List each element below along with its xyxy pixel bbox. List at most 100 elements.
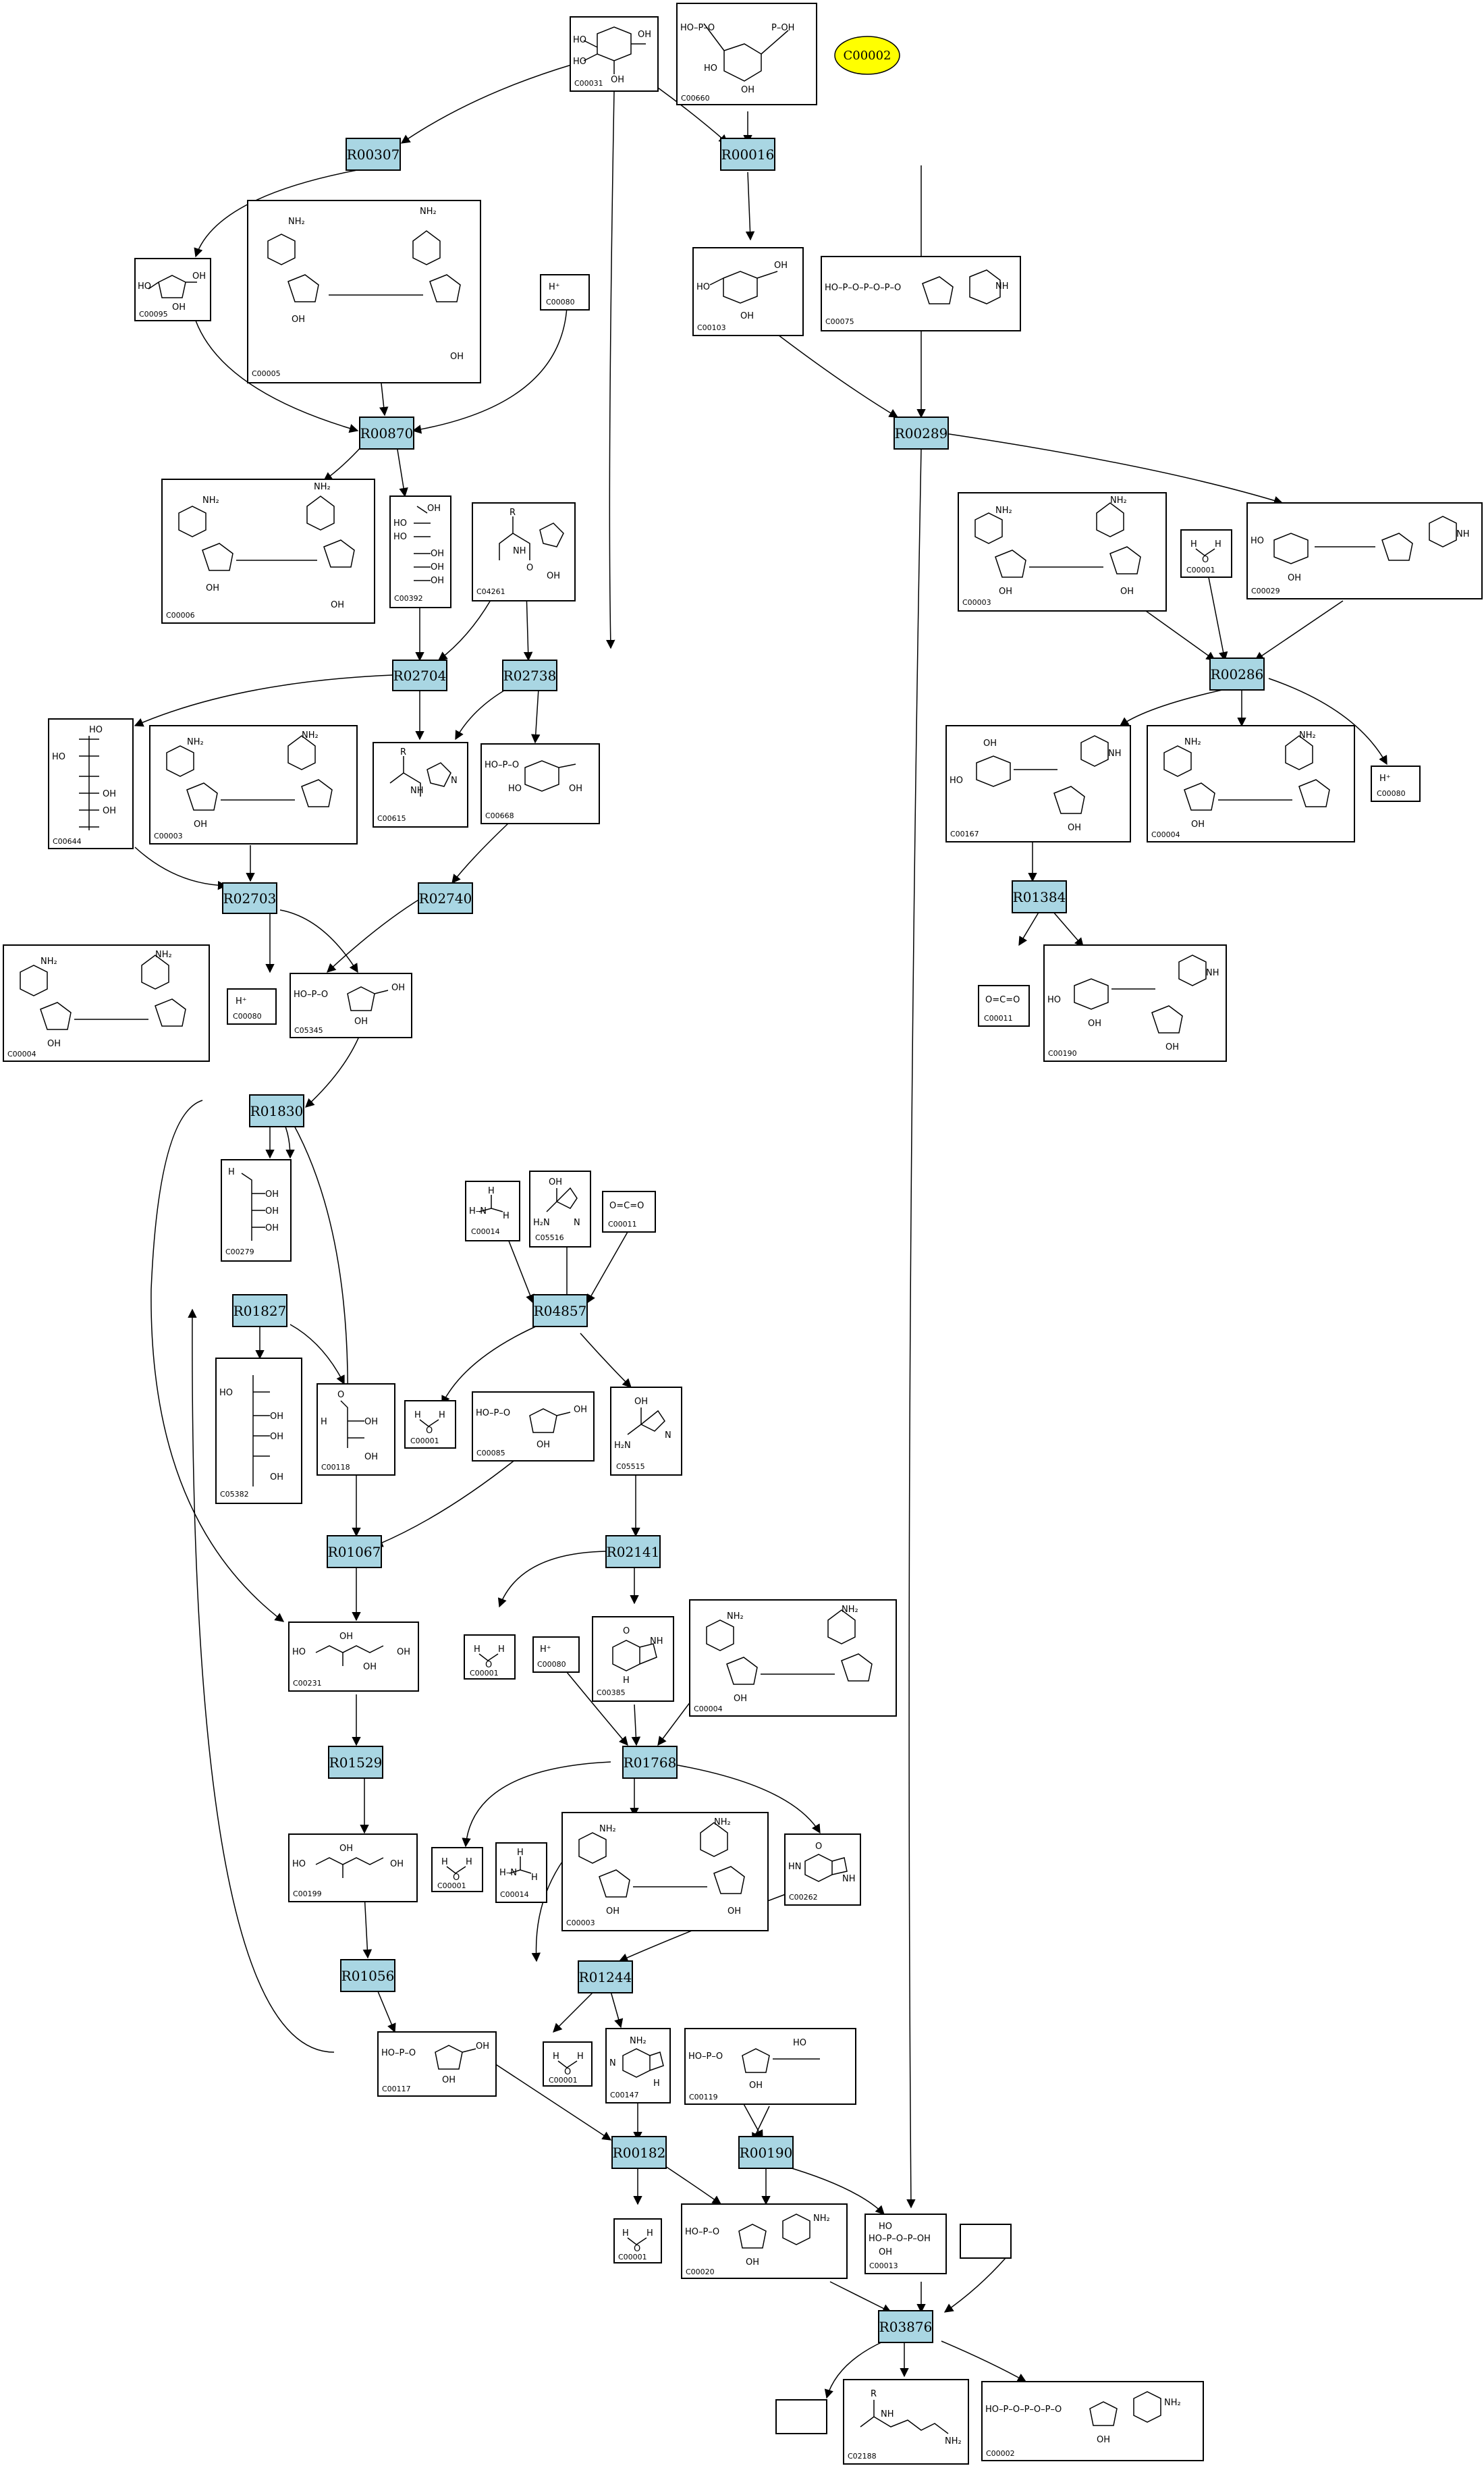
reaction-node[interactable]: R00016	[720, 138, 775, 171]
compound-c00660[interactable]: HO–P–O P–OH HO OH C00660	[676, 3, 817, 105]
reaction-node[interactable]: R03876	[878, 2310, 933, 2343]
compound-atom: H	[498, 1644, 505, 1655]
compound-c00231[interactable]: HO OH OH OH C00231	[288, 1621, 419, 1692]
compound-c05382[interactable]: HO OH OH OH C05382	[215, 1358, 302, 1504]
compound-atom: O	[564, 2067, 571, 2077]
compound-c00001-e[interactable]: H H O C00001	[543, 2041, 593, 2087]
compound-atom: OH	[1088, 1019, 1101, 1029]
reaction-node[interactable]: R02141	[605, 1535, 661, 1568]
compound-c00004-a[interactable]: NH₂ NH₂ OH C00004	[1147, 725, 1355, 842]
compound-c00644[interactable]: HO HO OH OH C00644	[48, 718, 134, 849]
compound-atom: OH	[265, 1206, 279, 1216]
reaction-node[interactable]: R01067	[327, 1535, 382, 1568]
compound-c00668[interactable]: HO–P–O HO OH C00668	[480, 743, 600, 824]
reaction-node[interactable]: R02704	[392, 660, 447, 691]
compound-c00117[interactable]: HO–P–O OH OH C00117	[377, 2031, 497, 2097]
compound-c00003-c[interactable]: NH₂ NH₂ OH OH C00003	[561, 1812, 769, 1931]
compound-c00001-d[interactable]: H H O C00001	[431, 1847, 483, 1892]
compound-c00190[interactable]: HO OH NH OH C00190	[1043, 944, 1227, 1062]
compound-atom: NH₂	[813, 2214, 830, 2224]
compound-c00385[interactable]: O NH H C00385	[592, 1616, 674, 1702]
reaction-node[interactable]: R00190	[738, 2136, 794, 2169]
compound-atom: H	[488, 1186, 495, 1196]
compound-atom: HO	[1251, 536, 1264, 546]
reaction-node[interactable]: R00289	[894, 417, 949, 450]
reaction-node[interactable]: R01529	[328, 1746, 383, 1779]
compound-id: C00119	[689, 2093, 718, 2101]
reaction-node[interactable]: R01384	[1012, 880, 1067, 913]
compound-blank-1[interactable]	[960, 2224, 1012, 2259]
reaction-node[interactable]: R04857	[532, 1294, 588, 1327]
reaction-label: R02703	[223, 890, 277, 907]
compound-c00003-b[interactable]: NH₂ NH₂ OH C00003	[149, 725, 358, 845]
compound-atom: H	[439, 1410, 445, 1420]
reaction-node[interactable]: R02740	[418, 882, 473, 914]
compound-c00085[interactable]: HO–P–O OH OH C00085	[472, 1391, 595, 1462]
compound-c00031[interactable]: HO OH HO OH C00031	[570, 16, 659, 92]
compound-c00167[interactable]: OH HO NH OH C00167	[945, 725, 1131, 842]
compound-c00095[interactable]: HO OH OH C00095	[134, 258, 211, 321]
compound-id: C00075	[825, 317, 854, 326]
compound-c00002[interactable]: HO–P–O–P–O–P–O NH₂ OH C00002	[981, 2381, 1204, 2461]
reaction-label: R00870	[360, 425, 414, 441]
reaction-label: R01827	[233, 1303, 287, 1319]
compound-c00011-b[interactable]: O=C=O C00011	[602, 1191, 656, 1233]
compound-atom: N	[665, 1430, 671, 1441]
compound-c00392[interactable]: OH HO HO OH OH OH C00392	[389, 495, 451, 608]
reaction-node[interactable]: R02703	[222, 882, 277, 914]
edge	[455, 688, 508, 741]
reaction-label: R04857	[534, 1303, 587, 1319]
compound-c00075[interactable]: HO–P–O–P–O–P–O NH C00075	[821, 256, 1021, 331]
compound-c00020[interactable]: HO–P–O NH₂ OH C00020	[681, 2203, 848, 2279]
reaction-node[interactable]: R00870	[359, 417, 414, 450]
compound-atom: H	[321, 1417, 327, 1427]
compound-c00004-b[interactable]: NH₂ NH₂ OH C00004	[3, 944, 210, 1062]
compound-c00029[interactable]: HO OH NH C00029	[1246, 502, 1483, 599]
compound-c05345[interactable]: HO–P–O OH OH C05345	[290, 973, 412, 1038]
compound-c05515[interactable]: OH H₂N N C05515	[610, 1387, 682, 1476]
compound-c00014-a[interactable]: H H–N H C00014	[465, 1181, 520, 1241]
compound-c00001-c[interactable]: H H O C00001	[464, 1634, 516, 1680]
compound-c00014-b[interactable]: H H–N H C00014	[495, 1842, 547, 1903]
compound-c00006[interactable]: NH₂ NH₂ OH OH C00006	[161, 479, 375, 624]
reaction-node[interactable]: R01830	[249, 1094, 304, 1127]
compound-c00013[interactable]: HO–P–O–P–OH HO OH C00013	[864, 2214, 947, 2274]
compound-c00011-a[interactable]: O=C=O C00011	[978, 985, 1030, 1027]
compound-c00199[interactable]: HO OH OH C00199	[288, 1833, 418, 1902]
highlight-node[interactable]: C00002	[834, 36, 900, 75]
compound-c00003-a[interactable]: NH₂ NH₂ OH OH C00003	[958, 492, 1167, 612]
reaction-node[interactable]: R01827	[232, 1294, 287, 1327]
compound-c00004-c[interactable]: NH₂ NH₂ OH C00004	[689, 1599, 897, 1717]
reaction-node[interactable]: R02738	[502, 660, 557, 691]
compound-c00119[interactable]: HO–P–O HO OH C00119	[684, 2028, 856, 2105]
reaction-node[interactable]: R01244	[578, 1960, 633, 1993]
compound-c00001-f[interactable]: H H O C00001	[613, 2218, 662, 2263]
compound-c00005[interactable]: NH₂ NH₂ OH OH C00005	[247, 200, 481, 383]
compound-atom: O	[815, 1842, 822, 1852]
compound-c00262[interactable]: O HN NH C00262	[784, 1833, 861, 1906]
edge	[134, 674, 393, 727]
reaction-node[interactable]: R01056	[340, 1959, 395, 1992]
compound-c00118[interactable]: O H OH OH C00118	[317, 1383, 395, 1476]
compound-c00615[interactable]: R NH N C00615	[373, 742, 468, 828]
compound-c00001-a[interactable]: H H O C00001	[1180, 529, 1232, 578]
reaction-node[interactable]: R00307	[346, 138, 401, 171]
reaction-node[interactable]: R01768	[622, 1746, 678, 1779]
compound-blank-2[interactable]	[775, 2399, 827, 2434]
compound-atom: OH	[390, 1859, 404, 1869]
compound-id: C00001	[618, 2253, 647, 2261]
compound-c00001-b[interactable]: H H O C00001	[404, 1400, 456, 1449]
compound-c05516[interactable]: OH H₂N N C05516	[529, 1171, 591, 1248]
compound-c00080-d[interactable]: H⁺ C00080	[532, 1636, 580, 1673]
compound-c00080-b[interactable]: H⁺ C00080	[1371, 766, 1421, 802]
compound-c00103[interactable]: HO OH OH C00103	[692, 247, 804, 336]
compound-c00080-c[interactable]: H⁺ C00080	[227, 988, 277, 1025]
compound-c00279[interactable]: H OH OH OH C00279	[221, 1159, 292, 1262]
compound-c02188[interactable]: R NH NH₂ C02188	[843, 2379, 969, 2465]
reaction-node[interactable]: R00286	[1209, 658, 1265, 691]
compound-c00080-a[interactable]: H⁺ C00080	[540, 274, 590, 311]
compound-c04261[interactable]: R NH O OH C04261	[472, 502, 576, 601]
compound-atom: OH	[450, 352, 464, 362]
reaction-node[interactable]: R00182	[611, 2136, 667, 2169]
compound-c00147[interactable]: NH₂ N H C00147	[605, 2028, 671, 2103]
